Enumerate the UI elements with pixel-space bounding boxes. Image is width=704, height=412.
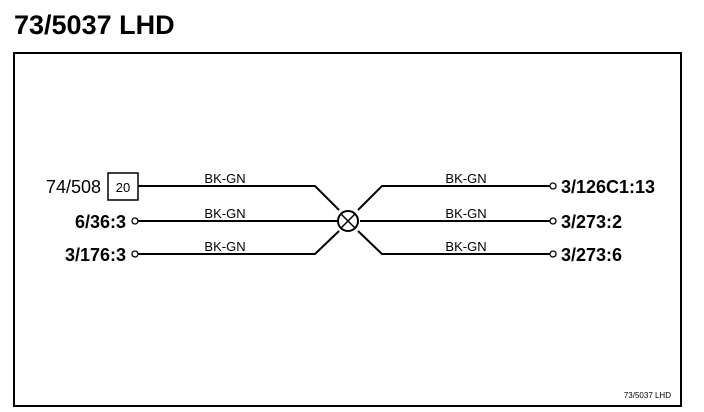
diagram-title: 73/5037 LHD bbox=[14, 10, 175, 40]
wire-label-right-bottom: BK-GN bbox=[445, 239, 486, 254]
terminal-right-bottom-label: 3/273:6 bbox=[561, 245, 622, 265]
terminal-left-middle-label: 6/36:3 bbox=[75, 212, 126, 232]
connector-pin-box bbox=[107, 172, 139, 201]
wire-label-left-top: BK-GN bbox=[204, 171, 245, 186]
wire-label-left-middle: BK-GN bbox=[204, 206, 245, 221]
wire-right-bottom bbox=[357, 230, 550, 255]
terminal-left-bottom-dot bbox=[131, 250, 139, 258]
terminal-right-middle-label: 3/273:2 bbox=[561, 212, 622, 232]
terminal-right-middle-dot bbox=[549, 217, 557, 225]
terminal-right-bottom-dot bbox=[549, 250, 557, 258]
connector-pin-label: 20 bbox=[116, 180, 130, 195]
wire-label-right-middle: BK-GN bbox=[445, 206, 486, 221]
terminal-left-middle-dot bbox=[131, 217, 139, 225]
wire-left-top bbox=[138, 185, 340, 211]
wire-left-bottom bbox=[138, 230, 340, 255]
footer-reference: 73/5037 LHD bbox=[624, 391, 671, 400]
connector-id-label: 74/508 bbox=[46, 177, 101, 197]
splice-symbol bbox=[337, 210, 359, 232]
wire-label-left-bottom: BK-GN bbox=[204, 239, 245, 254]
wire-right-top bbox=[357, 185, 550, 211]
terminal-left-bottom-label: 3/176:3 bbox=[65, 245, 126, 265]
terminal-right-top-label: 3/126C1:13 bbox=[561, 177, 655, 197]
wire-label-right-top: BK-GN bbox=[445, 171, 486, 186]
terminal-right-top-dot bbox=[549, 182, 557, 190]
diagram-frame bbox=[13, 52, 682, 407]
